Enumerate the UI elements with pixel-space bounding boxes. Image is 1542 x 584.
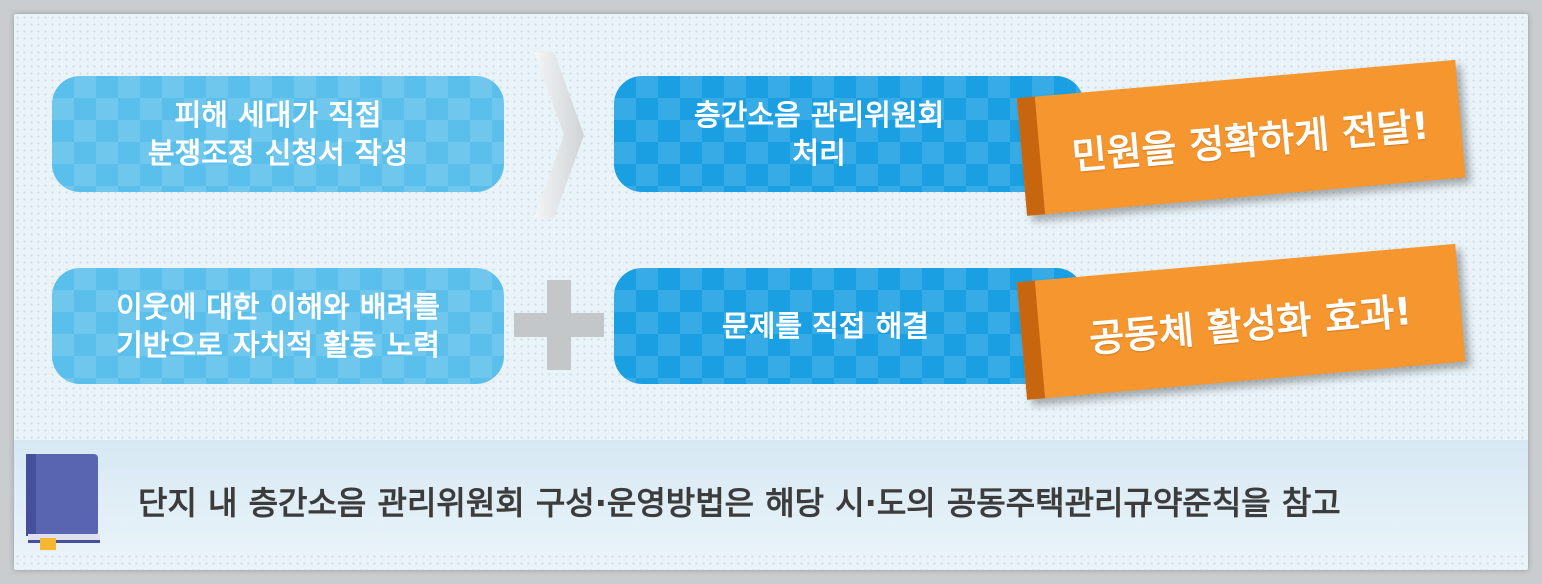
step-neighbor-effort-label: 이웃에 대한 이해와 배려를 기반으로 자치적 활동 노력 bbox=[116, 290, 440, 362]
step-committee-process-label: 층간소음 관리위원회 처리 bbox=[694, 98, 945, 170]
step-committee-process: 층간소음 관리위원회 처리 bbox=[614, 76, 1084, 192]
reference-note: 단지 내 층간소음 관리위원회 구성·운영방법은 해당 시·도의 공동주택관리규… bbox=[14, 440, 1528, 554]
step-solve-directly-label: 문제를 직접 해결 bbox=[722, 309, 929, 343]
reference-note-text: 단지 내 층간소음 관리위원회 구성·운영방법은 해당 시·도의 공동주택관리규… bbox=[138, 484, 1341, 522]
plus-icon bbox=[514, 280, 604, 370]
book-icon bbox=[26, 454, 100, 550]
banner-accurate-complaint-label: 민원을 정확하게 전달! bbox=[1069, 102, 1431, 179]
banner-community-effect-label: 공동체 활성화 효과! bbox=[1087, 288, 1414, 361]
arrow-right-icon bbox=[534, 52, 584, 218]
step-solve-directly: 문제를 직접 해결 bbox=[614, 268, 1084, 384]
step-apply-mediation: 피해 세대가 직접 분쟁조정 신청서 작성 bbox=[52, 76, 504, 192]
step-apply-mediation-label: 피해 세대가 직접 분쟁조정 신청서 작성 bbox=[147, 98, 409, 170]
step-neighbor-effort: 이웃에 대한 이해와 배려를 기반으로 자치적 활동 노력 bbox=[52, 268, 504, 384]
